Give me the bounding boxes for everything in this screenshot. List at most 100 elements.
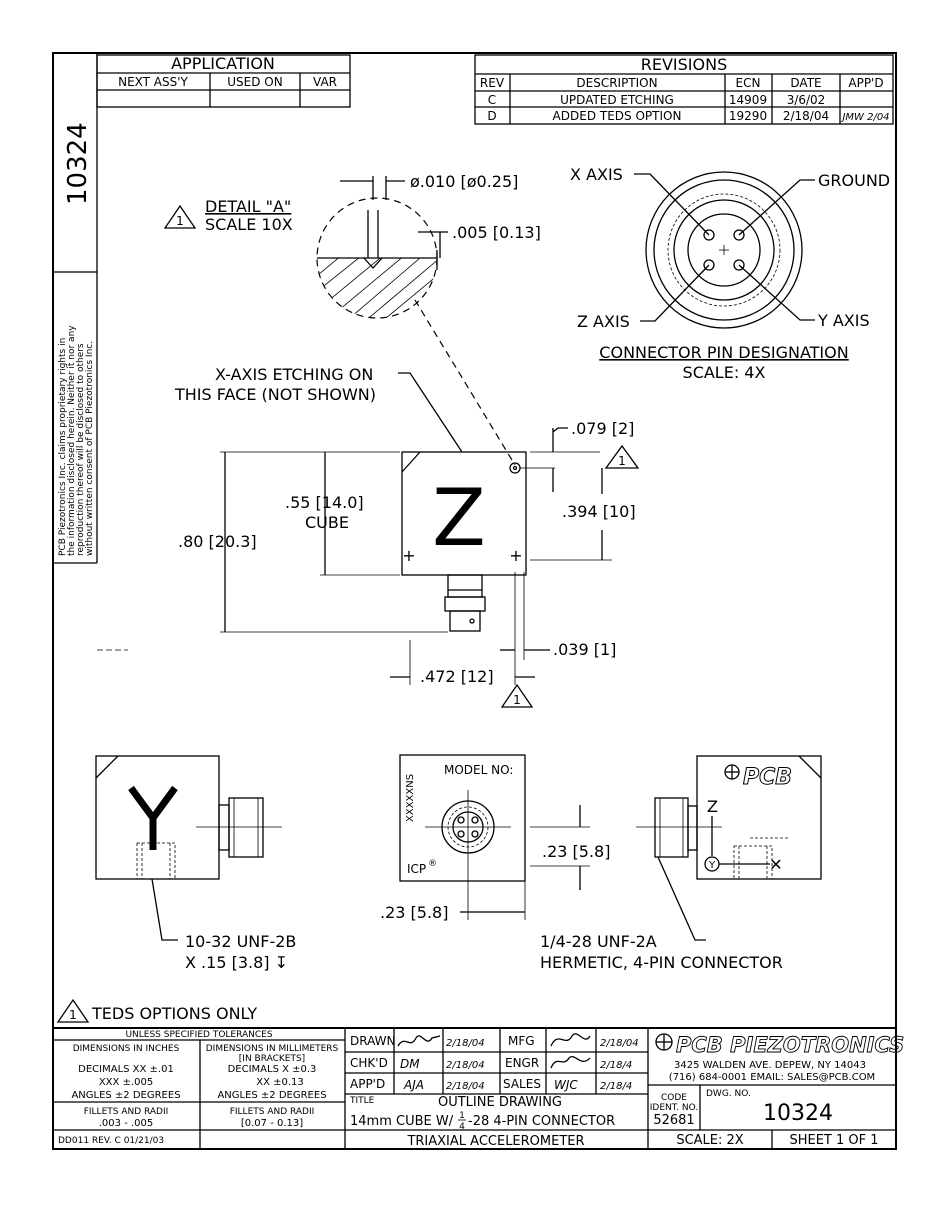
dwg-no-label: DWG. NO. bbox=[706, 1089, 751, 1099]
sales-date: 2/18/4 bbox=[600, 1081, 632, 1092]
title-block: UNLESS SPECIFIED TOLERANCES DIMENSIONS I… bbox=[53, 1027, 905, 1149]
teds-note: 1 TEDS OPTIONS ONLY bbox=[56, 998, 257, 1023]
tol-dec-mm-2: XX ±0.13 bbox=[256, 1077, 304, 1088]
etching-note-line-2: THIS FACE (NOT SHOWN) bbox=[174, 385, 376, 404]
rev-row-d-ecn: 19290 bbox=[729, 109, 767, 123]
appd-date: 2/18/04 bbox=[446, 1081, 485, 1092]
detail-a: 1 DETAIL "A" SCALE 10X ø.010 [ø0.25] .00… bbox=[163, 172, 541, 466]
main-flag-bottom bbox=[500, 683, 534, 708]
icp-mark: ® bbox=[428, 859, 437, 869]
detail-a-flag-number: 1 bbox=[176, 214, 184, 228]
dim-hole-offset: .079 [2] bbox=[571, 419, 634, 438]
svg-text:✕: ✕ bbox=[769, 855, 782, 874]
rev-row-c-rev: C bbox=[488, 93, 496, 107]
engr-signature bbox=[550, 1056, 591, 1069]
tol-title: UNLESS SPECIFIED TOLERANCES bbox=[125, 1030, 272, 1040]
drawn-date: 2/18/04 bbox=[446, 1038, 485, 1049]
tol-dec-mm-1: DECIMALS X ±0.3 bbox=[228, 1064, 317, 1075]
rev-header-appd: APP'D bbox=[848, 76, 883, 90]
company-name: PCB PIEZOTRONICS bbox=[676, 1033, 904, 1057]
thread-note-2: X .15 [3.8] ↧ bbox=[185, 953, 288, 972]
mfg-label: MFG bbox=[508, 1034, 535, 1048]
company-phone: (716) 684-0001 EMAIL: SALES@PCB.COM bbox=[669, 1072, 875, 1083]
pin-label-ground: GROUND bbox=[818, 171, 890, 190]
application-title: APPLICATION bbox=[171, 54, 275, 73]
plus-mark-left: + bbox=[402, 546, 415, 565]
rev-row-d-rev: D bbox=[487, 109, 496, 123]
pin-y bbox=[733, 259, 745, 271]
rev-row-c-date: 3/6/02 bbox=[787, 93, 826, 107]
scale-value: SCALE: 2X bbox=[676, 1133, 743, 1148]
rev-header-desc: DESCRIPTION bbox=[576, 76, 657, 90]
tol-fil-mm-1: FILLETS AND RADII bbox=[230, 1107, 315, 1117]
revisions-title: REVISIONS bbox=[641, 55, 727, 74]
rev-row-d-date: 2/18/04 bbox=[783, 109, 829, 123]
detail-a-flag bbox=[163, 204, 197, 229]
main-flag-bottom-number: 1 bbox=[513, 693, 521, 707]
title-line-3: TRIAXIAL ACCELEROMETER bbox=[406, 1134, 584, 1149]
main-flag-top-number: 1 bbox=[618, 454, 626, 468]
form-revision: DD011 REV. C 01/21/03 bbox=[58, 1136, 164, 1146]
proprietary-line-1: PCB Piezotronics Inc. claims proprietary… bbox=[58, 338, 68, 556]
tol-dec-in-1: DECIMALS XX ±.01 bbox=[78, 1064, 174, 1075]
mfg-signature bbox=[550, 1033, 591, 1047]
tol-ang-mm: ANGLES ±2 DEGREES bbox=[217, 1090, 326, 1101]
main-connector bbox=[447, 574, 483, 598]
face-body bbox=[399, 754, 526, 882]
rev-header-date: DATE bbox=[790, 76, 821, 90]
tol-dim-mm-2: [IN BRACKETS] bbox=[239, 1054, 305, 1064]
code-ident: 52681 bbox=[653, 1113, 694, 1128]
z-letter: Z bbox=[707, 797, 718, 816]
pin-designation-scale: SCALE: 4X bbox=[683, 363, 766, 382]
side-drawing-number: 10324 bbox=[63, 122, 93, 205]
title-line-2a: 14mm CUBE W/ bbox=[350, 1114, 454, 1129]
tol-fil-mm-2: [0.07 - 0.13] bbox=[241, 1118, 303, 1129]
dim-cube-label: CUBE bbox=[305, 513, 349, 532]
title-fraction-num: 1 bbox=[459, 1111, 465, 1121]
sales-label: SALES bbox=[503, 1077, 541, 1091]
pin-x bbox=[703, 229, 715, 241]
sales-signature: WJC bbox=[554, 1078, 578, 1092]
pin-label-y-axis: Y AXIS bbox=[817, 311, 870, 330]
sheet-border bbox=[52, 52, 897, 1150]
main-flag-top bbox=[604, 444, 640, 469]
detail-a-scale: SCALE 10X bbox=[205, 215, 293, 234]
tol-fil-in-1: FILLETS AND RADII bbox=[84, 1107, 169, 1117]
teds-note-text: TEDS OPTIONS ONLY bbox=[91, 1004, 257, 1023]
detail-a-title: DETAIL "A" bbox=[205, 197, 291, 216]
connector-pin-view: X AXIS GROUND Z AXIS Y AXIS CONNECTOR PI… bbox=[570, 165, 890, 382]
rev-row-d-desc: ADDED TEDS OPTION bbox=[553, 109, 682, 123]
left-strip: 10324 PCB Piezotronics Inc. claims propr… bbox=[53, 53, 98, 564]
dim-cube: .55 [14.0] bbox=[285, 493, 364, 512]
application-header-var: VAR bbox=[313, 75, 337, 89]
proprietary-line-3: reproduction thereof will be disclosed t… bbox=[76, 343, 86, 556]
drawn-label: DRAWN bbox=[350, 1034, 396, 1048]
etching-note-line-1: X-AXIS ETCHING ON bbox=[215, 365, 373, 384]
teds-flag-number: 1 bbox=[69, 1008, 77, 1022]
pin-designation-title: CONNECTOR PIN DESIGNATION bbox=[599, 343, 848, 362]
thread-note-1: 10-32 UNF-2B bbox=[185, 932, 296, 951]
pin-ground bbox=[733, 229, 745, 241]
tol-dim-mm-1: DIMENSIONS IN MILLIMETERS bbox=[206, 1044, 339, 1054]
pin-label-z-axis: Z AXIS bbox=[577, 312, 630, 331]
title-line-2b: -28 4-PIN CONNECTOR bbox=[468, 1114, 615, 1129]
dim-23-vertical: .23 [5.8] bbox=[542, 842, 610, 861]
rev-header-ecn: ECN bbox=[736, 76, 761, 90]
detail-a-hatch bbox=[317, 258, 437, 318]
side-view-z: PCB Z Y ✕ 1/4-28 UNF-2A HERMETIC, 4-PIN … bbox=[540, 755, 822, 972]
proprietary-line-2: the information disclosed herein. Neithe… bbox=[67, 325, 77, 556]
dwg-no: 10324 bbox=[763, 1101, 833, 1126]
icp-label: ICP bbox=[407, 862, 426, 876]
engr-date: 2/18/4 bbox=[600, 1060, 632, 1071]
connector-face-view: MODEL NO: XXXXXNS ICP ® .23 [5.8] .23 [5… bbox=[380, 754, 610, 922]
dim-394: .394 [10] bbox=[562, 502, 636, 521]
proprietary-line-4: without written consent of PCB Piezotron… bbox=[85, 341, 95, 556]
rev-row-d-appd: JMW 2/04 bbox=[840, 112, 889, 123]
drawn-signature bbox=[397, 1035, 441, 1047]
cube-axis-letter: Z bbox=[432, 474, 485, 564]
tol-dec-in-2: XXX ±.005 bbox=[99, 1077, 153, 1088]
mfg-date: 2/18/04 bbox=[600, 1038, 639, 1049]
title-label: TITLE bbox=[349, 1096, 375, 1106]
y-circle-letter: Y bbox=[708, 860, 716, 871]
